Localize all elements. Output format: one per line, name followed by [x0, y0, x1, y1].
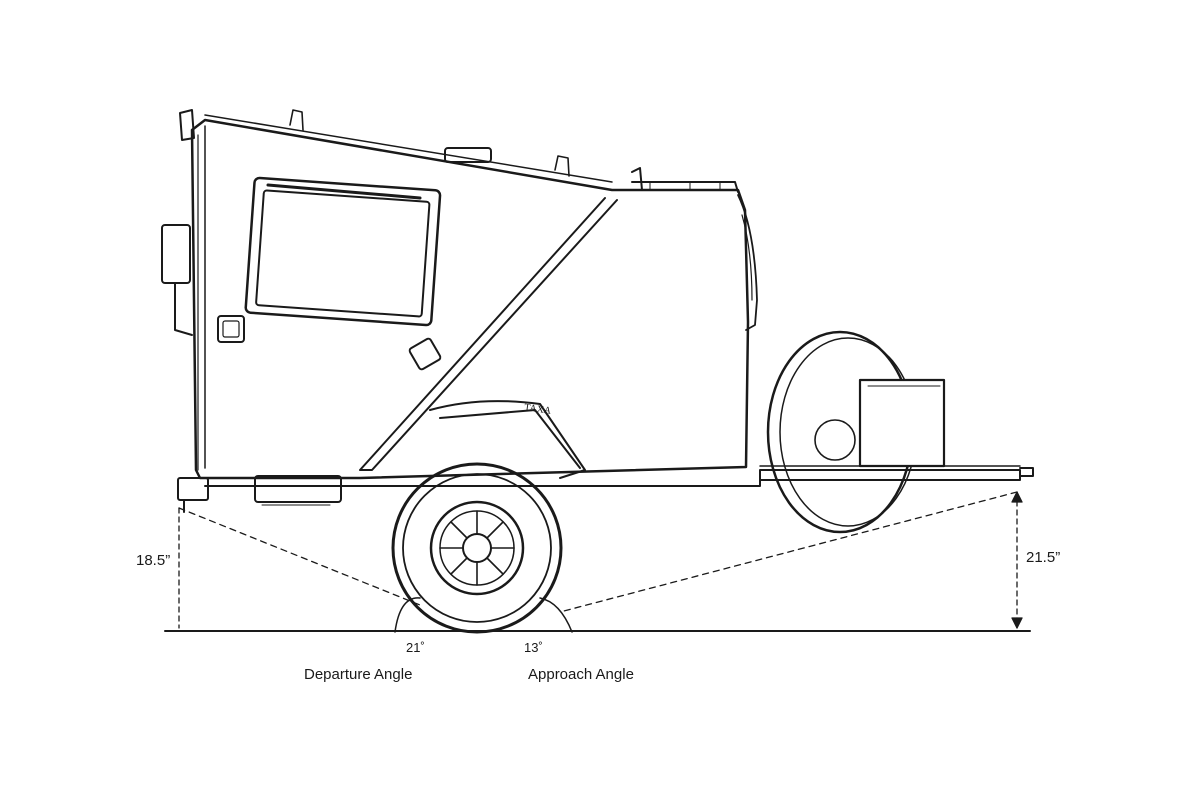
departure-angle-label: Departure Angle — [304, 666, 413, 683]
side-window — [244, 176, 442, 327]
departure-angle-line — [178, 507, 421, 606]
wheel-fender — [429, 400, 586, 479]
door-handle-front — [408, 337, 442, 371]
departure-angle-value: 21˚ — [406, 640, 425, 655]
approach-angle-line — [559, 491, 1018, 613]
dimension-lines — [178, 491, 1023, 629]
taxa-logo: TAXA — [524, 402, 553, 417]
approach-angle-value: 13˚ — [524, 640, 543, 655]
rear-bumper — [161, 109, 209, 513]
rear-height-label: 18.5” — [136, 552, 171, 569]
main-wheel — [391, 462, 573, 634]
approach-angle-label: Approach Angle — [528, 666, 634, 683]
front-height-label: 21.5” — [1026, 549, 1061, 566]
storage-box — [254, 475, 342, 503]
trailer-body — [190, 109, 758, 480]
front-storage-box — [858, 378, 946, 468]
door-handle-rear — [217, 315, 245, 343]
